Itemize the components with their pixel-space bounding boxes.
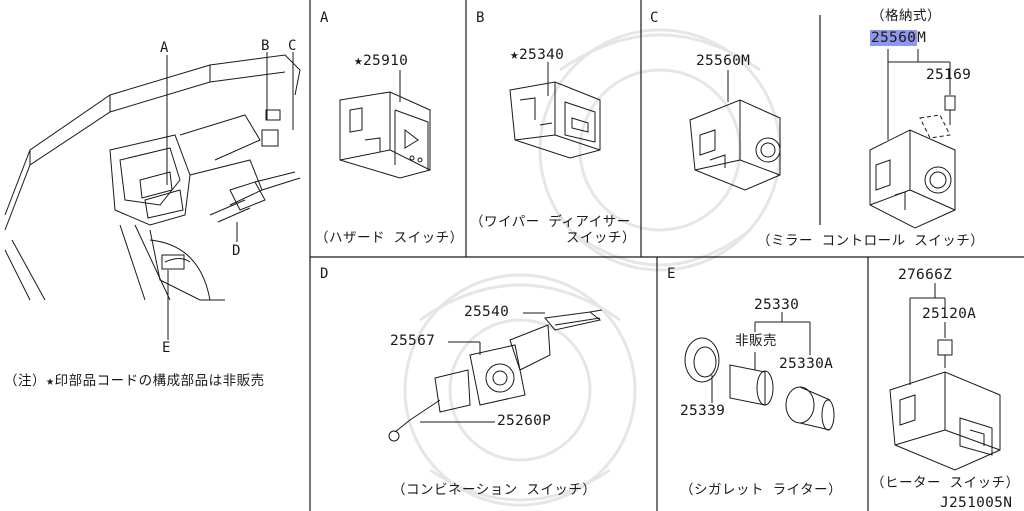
panel-a-letter: A (320, 10, 329, 26)
hazard-switch-drawing (339, 70, 431, 179)
panel-b-caption-line2: スイッチ） (566, 230, 636, 246)
panel-b-letter: B (476, 10, 485, 26)
callout-letter-a: A (160, 40, 169, 56)
callout-letter-e: E (162, 340, 171, 356)
panel-e-not-sold-label: 非販売 (735, 333, 777, 349)
panel-e-part-top: 25330 (754, 297, 800, 313)
callout-letter-d: D (232, 243, 241, 259)
panel-c-highlighted-part: 25560M (870, 30, 926, 46)
heater-switch-drawing (889, 283, 1001, 471)
panel-e-part-ring: 25339 (680, 403, 726, 419)
part-highlight: 25560 (870, 30, 918, 46)
part-highlight-suffix: M (917, 30, 927, 46)
figure-code: J251005N (940, 495, 1013, 511)
panel-a-part-number: ★25910 (354, 53, 409, 69)
panel-c-caption: （ミラー コントロール スイッチ） (757, 233, 985, 249)
panel-c-letter: C (650, 10, 659, 26)
panel-d-part-mid: 25567 (390, 333, 436, 349)
mirror-control-switch-drawing (689, 49, 956, 229)
panel-e-letter: E (667, 266, 676, 282)
panel-d-part-top: 25540 (464, 304, 510, 320)
panel-frames (309, 0, 1024, 511)
panel-f-part-top: 27666Z (898, 267, 953, 283)
callout-letter-b: B (261, 38, 270, 54)
panel-c-part-number: 25560M (696, 53, 751, 69)
panel-c-storage-type-label: （格納式） (871, 8, 941, 24)
footnote: （注）★印部品コードの構成部品は非販売 (4, 373, 265, 389)
panel-d-letter: D (320, 266, 329, 282)
callout-letter-c: C (288, 38, 297, 54)
panel-e-part-side: 25330A (779, 356, 834, 372)
dashboard-overview-drawing (4, 52, 301, 340)
panel-c-screw-part: 25169 (926, 67, 972, 83)
watermark-emblem (403, 28, 782, 507)
panel-d-part-bottom: 25260P (497, 413, 552, 429)
panel-f-screw-part: 25120A (922, 306, 977, 322)
panel-b-caption-line1: （ワイパー ディアイサー (470, 214, 631, 230)
panel-e-caption: （シガレット ライター） (680, 482, 843, 498)
combination-switch-drawing (388, 309, 603, 442)
panel-f-caption: （ヒーター スイッチ） (871, 475, 1020, 491)
cigarette-lighter-drawing (684, 312, 835, 431)
panel-b-part-number: ★25340 (510, 47, 565, 63)
panel-a-caption: （ハザード スイッチ） (315, 230, 464, 246)
wiper-deicer-switch-drawing (509, 62, 601, 159)
panel-d-caption: （コンビネーション スイッチ） (392, 482, 597, 498)
